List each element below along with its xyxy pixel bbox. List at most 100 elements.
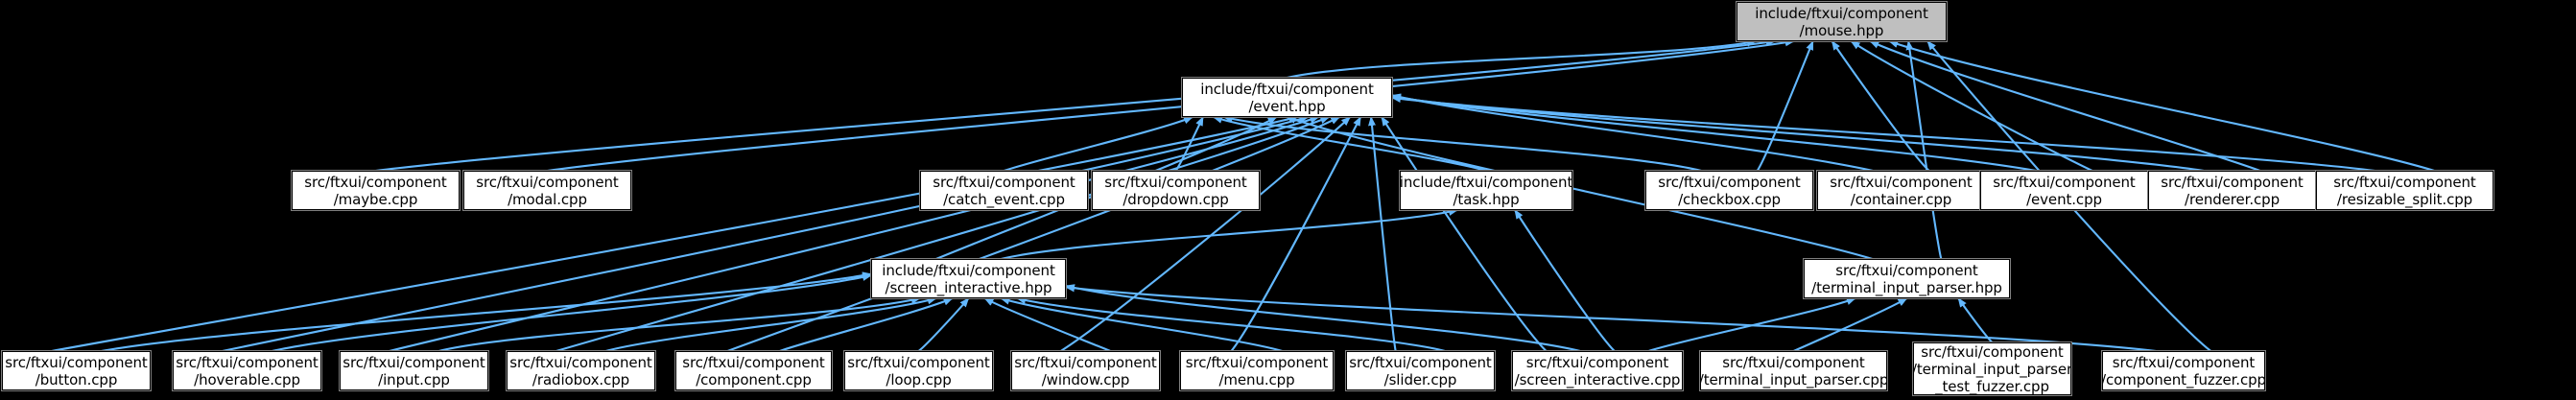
edge-checkbox_cpp-to-mouse_hpp: [1756, 40, 1814, 172]
node-label-line2: /resizable_split.cpp: [2336, 190, 2473, 208]
graph-node-terminal_input_parser_hpp[interactable]: src/ftxui/component/terminal_input_parse…: [1803, 258, 2011, 299]
graph-node-renderer_cpp[interactable]: src/ftxui/component/renderer.cpp: [2147, 170, 2317, 211]
edge-screen_interactive_cpp-to-task_hpp: [1514, 209, 1616, 352]
edge-menu_cpp-to-screen_interactive_hpp: [1000, 296, 1283, 353]
graph-node-terminal_input_parser_cpp[interactable]: src/ftxui/component/terminal_input_parse…: [1698, 350, 1889, 391]
edge-slider_cpp-to-event_hpp: [1368, 116, 1397, 352]
edge-button_cpp-to-screen_interactive_hpp: [101, 271, 872, 353]
edge-screen_interactive_cpp-to-event_hpp: [1381, 116, 1548, 352]
node-label-line2: /terminal_input_parser: [1911, 360, 2073, 378]
graph-node-component_fuzzer_cpp[interactable]: src/ftxui/component/component_fuzzer.cpp: [2101, 350, 2266, 391]
node-label-line1: include/ftxui/component: [1200, 80, 1374, 98]
graph-node-hoverable_cpp[interactable]: src/ftxui/component/hoverable.cpp: [172, 350, 322, 391]
edge-hoverable_cpp-to-screen_interactive_hpp: [272, 273, 872, 353]
node-label-line2: /slider.cpp: [1383, 370, 1457, 388]
edge-resizable_split_cpp-to-mouse_hpp: [1888, 40, 2435, 173]
node-label-line2: /loop.cpp: [886, 370, 952, 388]
node-label-line2: /screen_interactive.cpp: [1514, 370, 1681, 388]
edge-terminal_input_parser_test_fuzzer_cpp-to-terminal_input_parser_hpp: [1957, 297, 1994, 343]
edge-container_cpp-to-mouse_hpp: [1831, 40, 1930, 172]
edge-window_cpp-to-event_hpp: [1060, 116, 1351, 352]
graph-node-menu_cpp[interactable]: src/ftxui/component/menu.cpp: [1179, 350, 1335, 391]
edge-renderer_cpp-to-event_hpp: [1391, 94, 2205, 173]
graph-node-checkbox_cpp[interactable]: src/ftxui/component/checkbox.cpp: [1644, 170, 1814, 211]
edge-radiobox_cpp-to-screen_interactive_hpp: [605, 296, 937, 353]
graph-node-mouse_hpp[interactable]: include/ftxui/component/mouse.hpp: [1736, 1, 1948, 42]
graph-node-slider_cpp[interactable]: src/ftxui/component/slider.cpp: [1345, 350, 1496, 391]
graph-node-terminal_input_parser_test_fuzzer_cpp[interactable]: src/ftxui/component/terminal_input_parse…: [1911, 341, 2073, 396]
graph-node-window_cpp[interactable]: src/ftxui/component/window.cpp: [1010, 350, 1161, 391]
node-label-line1: include/ftxui/component: [1399, 173, 1573, 191]
graph-node-event_hpp[interactable]: include/ftxui/component/event.hpp: [1181, 77, 1393, 118]
node-label-line1: src/ftxui/component: [1525, 353, 1669, 371]
node-label-line1: src/ftxui/component: [304, 173, 447, 191]
node-label-line1: src/ftxui/component: [1835, 261, 1978, 279]
node-label-line3: _test_fuzzer.cpp: [1935, 377, 2049, 395]
node-label-line1: src/ftxui/component: [2333, 173, 2476, 191]
node-label-line2: /input.cpp: [378, 370, 450, 388]
node-label-line2: /window.cpp: [1041, 370, 1130, 388]
node-label-line2: /event.hpp: [1248, 97, 1326, 115]
node-label-line1: src/ftxui/component: [1658, 173, 1801, 191]
graph-node-container_cpp[interactable]: src/ftxui/component/container.cpp: [1816, 170, 1986, 211]
edge-resizable_split_cpp-to-event_hpp: [1391, 95, 2375, 173]
edge-modal_cpp-to-mouse_hpp: [547, 38, 1795, 173]
node-label-line2: /radiobox.cpp: [532, 370, 630, 388]
node-label-line1: src/ftxui/component: [509, 353, 652, 371]
edge-checkbox_cpp-to-event_hpp: [1222, 115, 1702, 173]
edge-screen_interactive_hpp-to-task_hpp: [1001, 208, 1458, 261]
graph-node-screen_interactive_hpp[interactable]: include/ftxui/component/screen_interacti…: [870, 258, 1067, 299]
node-label-line1: src/ftxui/component: [1185, 353, 1329, 371]
node-label-line1: include/ftxui/component: [1755, 4, 1928, 22]
graph-node-screen_interactive_cpp[interactable]: src/ftxui/component/screen_interactive.c…: [1511, 350, 1684, 391]
node-label-line1: src/ftxui/component: [2161, 173, 2304, 191]
edge-maybe_cpp-to-mouse_hpp: [375, 38, 1776, 173]
graph-node-input_cpp[interactable]: src/ftxui/component/input.cpp: [339, 350, 489, 391]
edge-event_cpp-to-event_hpp: [1391, 93, 2037, 173]
edge-input_cpp-to-event_hpp: [389, 115, 1320, 353]
node-label-line2: /screen_interactive.hpp: [885, 278, 1052, 296]
node-label-line1: src/ftxui/component: [847, 353, 990, 371]
node-label-line2: /mouse.hpp: [1799, 21, 1884, 39]
graph-node-loop_cpp[interactable]: src/ftxui/component/loop.cpp: [843, 350, 994, 391]
node-label-line1: src/ftxui/component: [682, 353, 825, 371]
node-label-line2: /container.cpp: [1850, 190, 1952, 208]
node-label-line2: /dropdown.cpp: [1123, 190, 1229, 208]
edge-catch_event_cpp-to-event_hpp: [1004, 116, 1193, 172]
graph-node-component_cpp[interactable]: src/ftxui/component/component.cpp: [674, 350, 833, 391]
node-label-line1: src/ftxui/component: [343, 353, 485, 371]
node-label-line2: /hoverable.cpp: [194, 370, 300, 388]
edge-event_hpp-to-mouse_hpp: [1287, 38, 1757, 80]
node-label-line2: /maybe.cpp: [333, 190, 418, 208]
edge-slider_cpp-to-screen_interactive_hpp: [1016, 296, 1446, 353]
edge-terminal_input_parser_hpp-to-mouse_hpp: [1905, 40, 1943, 260]
node-label-line2: /terminal_input_parser.cpp: [1698, 370, 1889, 388]
edge-button_cpp-to-event_hpp: [51, 115, 1299, 353]
edge-event_cpp-to-mouse_hpp: [1850, 40, 2093, 172]
node-label-line2: /catch_event.cpp: [943, 190, 1065, 208]
edge-radiobox_cpp-to-event_hpp: [555, 116, 1331, 353]
graph-node-modal_cpp[interactable]: src/ftxui/component/modal.cpp: [462, 170, 632, 211]
node-label-line1: src/ftxui/component: [933, 173, 1075, 191]
graph-node-catch_event_cpp[interactable]: src/ftxui/component/catch_event.cpp: [919, 170, 1089, 211]
edge-hoverable_cpp-to-event_hpp: [222, 115, 1310, 353]
edge-renderer_cpp-to-mouse_hpp: [1869, 40, 2261, 172]
node-label-line1: src/ftxui/component: [5, 353, 148, 371]
node-label-line1: src/ftxui/component: [176, 353, 319, 371]
graph-node-button_cpp[interactable]: src/ftxui/component/button.cpp: [1, 350, 152, 391]
graph-node-maybe_cpp[interactable]: src/ftxui/component/maybe.cpp: [291, 170, 461, 211]
edge-task_hpp-to-event_hpp: [1212, 115, 1487, 173]
node-label-line2: /modal.cpp: [508, 190, 587, 208]
node-label-line1: src/ftxui/component: [1993, 173, 2136, 191]
graph-node-resizable_split_cpp[interactable]: src/ftxui/component/resizable_split.cpp: [2315, 170, 2494, 211]
edge-input_cpp-to-screen_interactive_hpp: [438, 296, 921, 353]
node-label-line1: src/ftxui/component: [1014, 353, 1157, 371]
edge-container_cpp-to-event_hpp: [1391, 93, 1874, 173]
node-label-line2: /terminal_input_parser.hpp: [1811, 278, 2002, 296]
graph-node-dropdown_cpp[interactable]: src/ftxui/component/dropdown.cpp: [1091, 170, 1261, 211]
node-label-line2: /checkbox.cpp: [1678, 190, 1781, 208]
node-label-line2: /event.cpp: [2026, 190, 2102, 208]
graph-node-event_cpp[interactable]: src/ftxui/component/event.cpp: [1979, 170, 2149, 211]
graph-node-task_hpp[interactable]: include/ftxui/component/task.hpp: [1399, 170, 1573, 211]
graph-node-radiobox_cpp[interactable]: src/ftxui/component/radiobox.cpp: [506, 350, 656, 391]
